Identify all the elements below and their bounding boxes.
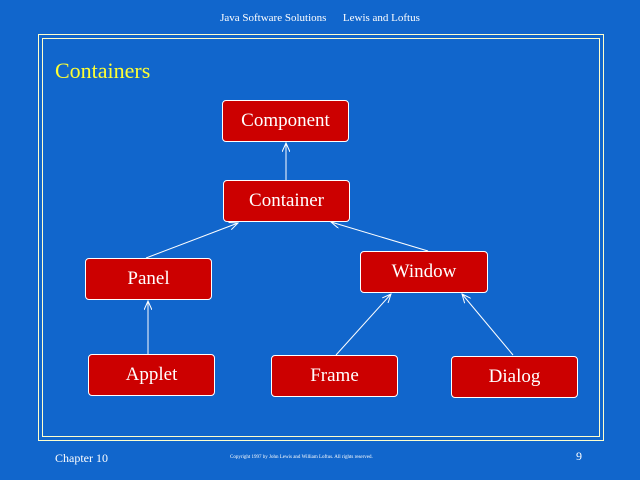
edge-window-to-container: [331, 222, 429, 252]
slide-frame-outer: [38, 34, 604, 441]
footer-copyright: Copyright 1997 by John Lewis and William…: [230, 455, 373, 460]
slide-header: Java Software Solutions Lewis and Loftus: [220, 12, 420, 24]
node-window: Window: [360, 251, 488, 293]
node-frame: Frame: [271, 355, 398, 397]
node-dialog: Dialog: [451, 356, 578, 398]
node-panel: Panel: [85, 258, 212, 300]
node-applet: Applet: [88, 354, 215, 396]
slide-title: Containers: [55, 58, 151, 83]
footer-page-number: 9: [576, 449, 582, 463]
node-component: Component: [222, 100, 349, 142]
footer-chapter: Chapter 10: [55, 451, 108, 465]
node-container: Container: [223, 180, 350, 222]
slide-frame-inner: [42, 38, 600, 437]
edge-frame-to-window: [335, 294, 391, 356]
edge-panel-to-container: [145, 223, 238, 259]
edge-dialog-to-window: [462, 294, 514, 356]
